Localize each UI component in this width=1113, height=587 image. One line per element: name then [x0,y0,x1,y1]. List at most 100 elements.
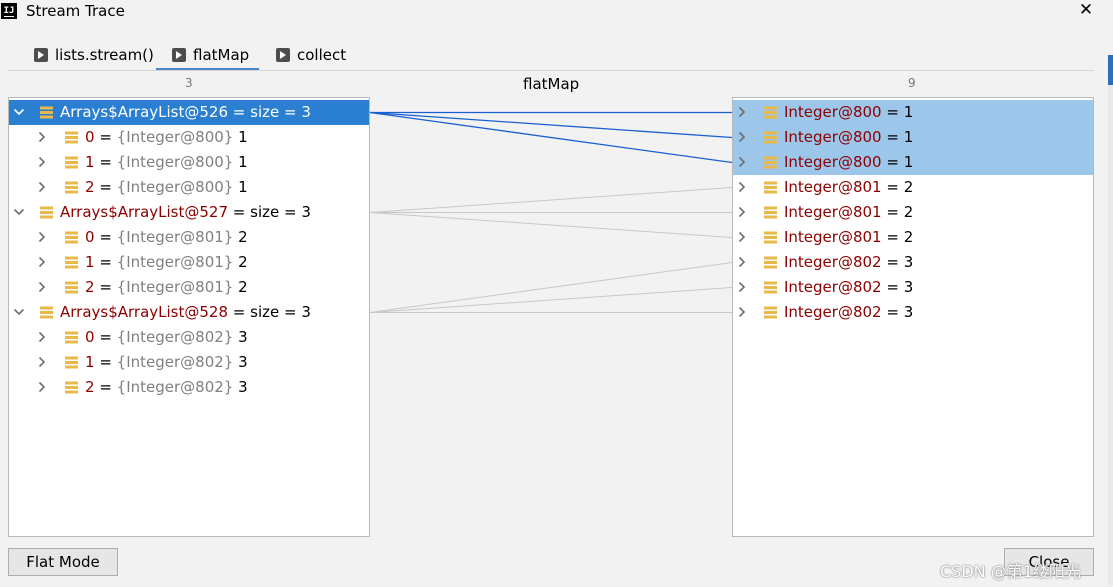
element-index: 1 [85,353,95,371]
chevron-right-icon[interactable] [736,231,748,243]
tab-label: flatMap [193,46,250,64]
mapping-line [369,287,733,313]
object-value: 1 [903,103,914,121]
chevron-right-icon[interactable] [736,256,748,268]
list-icon [40,206,53,219]
stream-step-icon [172,48,186,62]
object-name: Arrays$ArrayList@528 [60,303,229,321]
tree-row-text: 0 = {Integer@800} 1 [85,128,248,147]
list-icon [764,256,777,269]
chevron-right-icon[interactable] [736,281,748,293]
result-row-text: Integer@802 = 3 [784,303,913,322]
chevron-down-icon[interactable] [13,206,25,218]
source-values-tree[interactable]: Arrays$ArrayList@526 = size = 3 0 = {Inte… [8,97,370,537]
tree-row-parent[interactable]: Arrays$ArrayList@526 = size = 3 [9,100,369,125]
element-value: 2 [238,253,248,271]
tree-row-child[interactable]: 2 = {Integer@800} 1 [9,175,369,200]
result-row-text: Integer@801 = 2 [784,203,913,222]
tab-label: collect [297,46,347,64]
element-ref: {Integer@800} [116,128,234,146]
equals-sign: = [94,378,117,396]
equals-sign: = [228,203,251,221]
equals-sign: = [881,103,904,121]
object-value: 1 [903,153,914,171]
tree-row-child[interactable]: 1 = {Integer@802} 3 [9,350,369,375]
result-row[interactable]: Integer@800 = 1 [733,125,1093,150]
chevron-right-icon[interactable] [36,256,48,268]
result-row[interactable]: Integer@801 = 2 [733,175,1093,200]
tab-label: lists.stream() [55,46,154,64]
tree-row-parent[interactable]: Arrays$ArrayList@527 = size = 3 [9,200,369,225]
mapping-line [369,187,733,213]
chevron-right-icon[interactable] [36,381,48,393]
result-row[interactable]: Integer@801 = 2 [733,200,1093,225]
tree-row-text: 1 = {Integer@802} 3 [85,353,248,372]
mapping-line [369,262,733,313]
tree-row-child[interactable]: 2 = {Integer@801} 2 [9,275,369,300]
result-row[interactable]: Integer@801 = 2 [733,225,1093,250]
chevron-right-icon[interactable] [736,106,748,118]
result-row[interactable]: Integer@802 = 3 [733,275,1093,300]
list-icon [40,106,53,119]
result-row[interactable]: Integer@800 = 1 [733,150,1093,175]
close-button[interactable]: Close [1004,548,1094,576]
chevron-down-icon[interactable] [13,106,25,118]
list-icon [65,381,78,394]
object-value: 2 [903,178,914,196]
tree-row-child[interactable]: 0 = {Integer@802} 3 [9,325,369,350]
chevron-right-icon[interactable] [736,306,748,318]
object-value: 2 [903,228,914,246]
element-value: 1 [238,178,248,196]
chevron-right-icon[interactable] [736,156,748,168]
list-icon [764,156,777,169]
object-name: Integer@801 [784,203,882,221]
tab-collect[interactable]: collect [276,40,346,70]
tree-row-child[interactable]: 1 = {Integer@800} 1 [9,150,369,175]
result-row[interactable]: Integer@802 = 3 [733,250,1093,275]
equals-sign: = [881,228,904,246]
equals-sign: = [881,203,904,221]
tree-row-parent[interactable]: Arrays$ArrayList@528 = size = 3 [9,300,369,325]
tab-flatmap[interactable]: flatMap [155,40,260,71]
tree-row-child[interactable]: 2 = {Integer@802} 3 [9,375,369,400]
chevron-right-icon[interactable] [36,156,48,168]
result-row[interactable]: Integer@800 = 1 [733,100,1093,125]
chevron-right-icon[interactable] [36,356,48,368]
flat-mode-button[interactable]: Flat Mode [8,548,118,576]
equals-sign: = [94,278,117,296]
equals-sign: = [881,253,904,271]
left-count: 3 [185,76,193,90]
chevron-right-icon[interactable] [36,131,48,143]
window-edge [1108,85,1113,585]
chevron-right-icon[interactable] [736,131,748,143]
equals-sign: = [881,128,904,146]
object-name: Integer@801 [784,178,882,196]
list-icon [764,281,777,294]
tree-row-child[interactable]: 1 = {Integer@801} 2 [9,250,369,275]
element-value: 1 [238,153,248,171]
object-value: 3 [903,303,914,321]
equals-sign: = [881,303,904,321]
equals-sign: = [94,128,117,146]
chevron-right-icon[interactable] [36,231,48,243]
result-row-text: Integer@802 = 3 [784,278,913,297]
mapping-line [369,111,733,139]
tree-row-child[interactable]: 0 = {Integer@800} 1 [9,125,369,150]
window-close-icon[interactable]: ✕ [1078,0,1094,20]
result-row[interactable]: Integer@802 = 3 [733,300,1093,325]
chevron-right-icon[interactable] [736,206,748,218]
list-icon [764,306,777,319]
tree-row-text: 2 = {Integer@800} 1 [85,178,248,197]
chevron-down-icon[interactable] [13,306,25,318]
tree-row-child[interactable]: 0 = {Integer@801} 2 [9,225,369,250]
chevron-right-icon[interactable] [36,281,48,293]
tab-lists-stream[interactable]: lists.stream() [34,40,154,70]
object-name: Integer@801 [784,228,882,246]
object-name: Arrays$ArrayList@527 [60,203,229,221]
object-value: 1 [903,128,914,146]
chevron-right-icon[interactable] [736,181,748,193]
object-name: Integer@800 [784,128,882,146]
chevron-right-icon[interactable] [36,331,48,343]
chevron-right-icon[interactable] [36,181,48,193]
